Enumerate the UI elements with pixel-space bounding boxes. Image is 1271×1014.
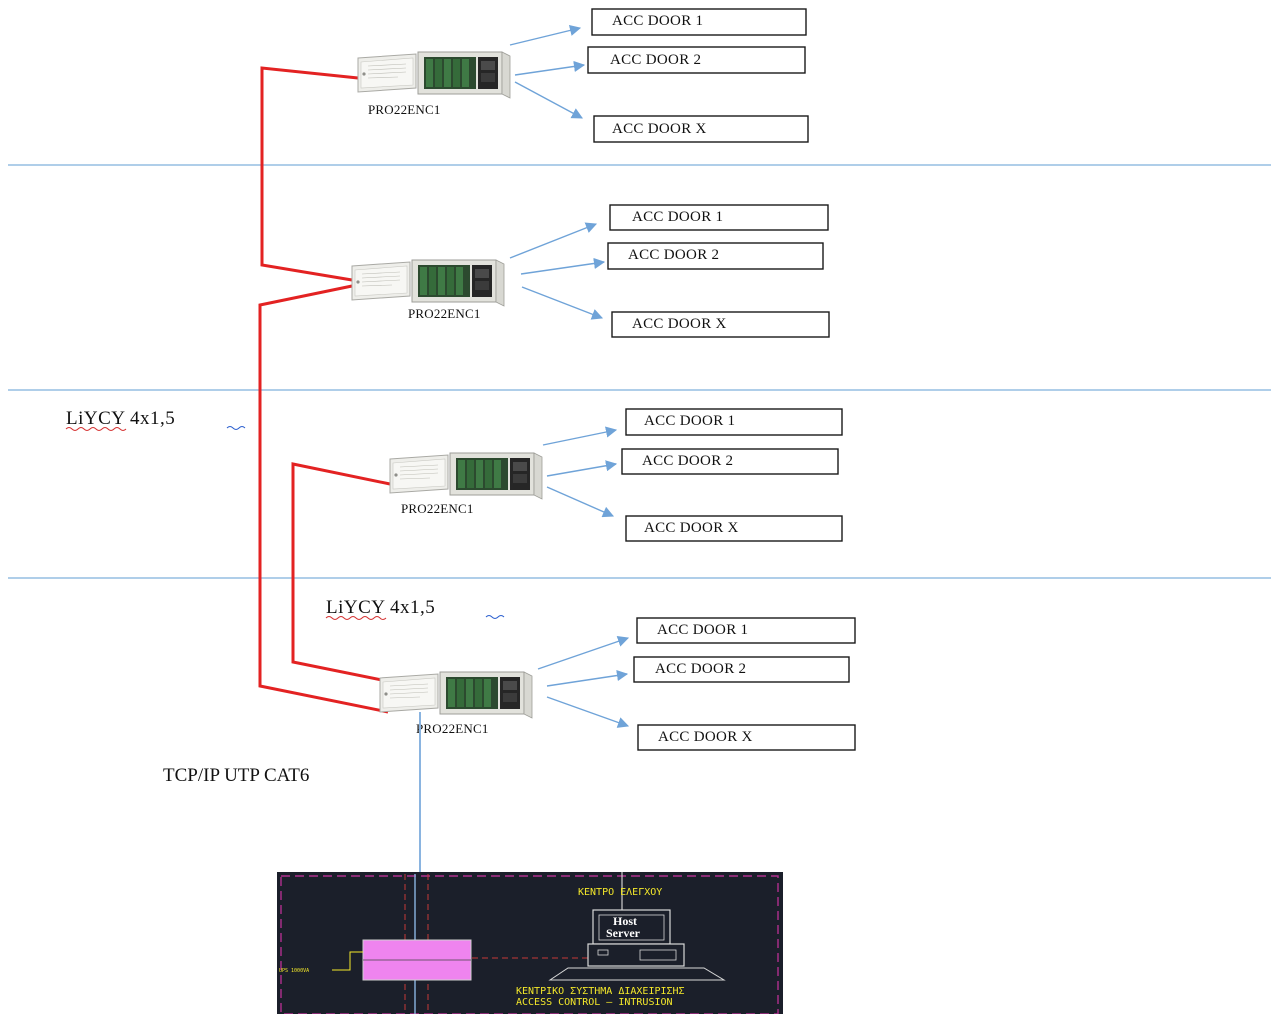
door-box: [593, 115, 809, 143]
door-label: ACC DOOR X: [644, 520, 739, 536]
door-label: ACC DOOR 1: [657, 622, 748, 638]
door-box: [633, 656, 850, 683]
door-box: [609, 204, 829, 231]
cable-label-riser: LiYCY 4x1,5: [66, 408, 175, 429]
door-label: ACC DOOR 2: [642, 453, 733, 469]
bus-cabling: [258, 66, 391, 714]
door-label: ACC DOOR 1: [612, 13, 703, 29]
spellcheck-underline: [65, 427, 127, 431]
caption-line: ACCESS CONTROL — INTRUSION: [516, 997, 673, 1008]
door-label: ACC DOOR 1: [632, 209, 723, 225]
control-center-drawing: ΚΕΝΤΡΟ ΕΛΕΓΧΟΥ UPS 1000VA Host Server ΚΕ…: [277, 872, 783, 1014]
controller-enclosure-icon: [379, 671, 533, 719]
door-connections: [509, 24, 630, 728]
door-box-group: ACC DOOR 1 ACC DOOR 2 ACC DOOR X ACC DOO…: [587, 8, 856, 751]
door-label: ACC DOOR X: [632, 316, 727, 332]
controller-enclosure-icon: [389, 452, 543, 500]
controller-label: PRO22ENC1: [408, 306, 481, 321]
door-box: [587, 46, 806, 74]
door-label: ACC DOOR 1: [644, 413, 735, 429]
control-center-title: ΚΕΝΤΡΟ ΕΛΕΓΧΟΥ: [578, 887, 662, 898]
cable-label-floor: LiYCY 4x1,5: [326, 597, 435, 618]
controller-enclosure-icon: [351, 259, 505, 307]
door-box: [625, 408, 843, 436]
host-server-icon: [548, 909, 726, 981]
server-label: Server: [606, 926, 641, 940]
door-box: [591, 8, 807, 36]
caption-line: ΚΕΝΤΡΙΚΟ ΣΥΣΤΗΜΑ ΔΙΑΧΕΙΡΙΣΗΣ: [516, 986, 685, 997]
door-box: [636, 617, 856, 644]
controller-label: PRO22ENC1: [416, 721, 489, 736]
door-label: ACC DOOR X: [612, 121, 707, 137]
controller-enclosure-icon: [357, 51, 511, 99]
spellcheck-underline: [226, 426, 246, 430]
door-box: [607, 242, 824, 270]
controller-label: PRO22ENC1: [401, 501, 474, 516]
door-label: ACC DOOR 2: [628, 247, 719, 263]
door-box: [621, 448, 839, 475]
door-box: [637, 724, 856, 751]
door-label: ACC DOOR 2: [655, 661, 746, 677]
spellcheck-underline: [325, 616, 387, 620]
spellcheck-underline: [485, 615, 505, 619]
server-label: Host: [613, 914, 637, 928]
controller-label: PRO22ENC1: [368, 102, 441, 117]
door-box: [625, 515, 843, 542]
door-label: ACC DOOR X: [658, 729, 753, 745]
door-label: ACC DOOR 2: [610, 52, 701, 68]
door-box: [611, 311, 830, 338]
cable-label-network: TCP/IP UTP CAT6: [163, 765, 309, 786]
ups-label: UPS 1000VA: [279, 968, 309, 974]
